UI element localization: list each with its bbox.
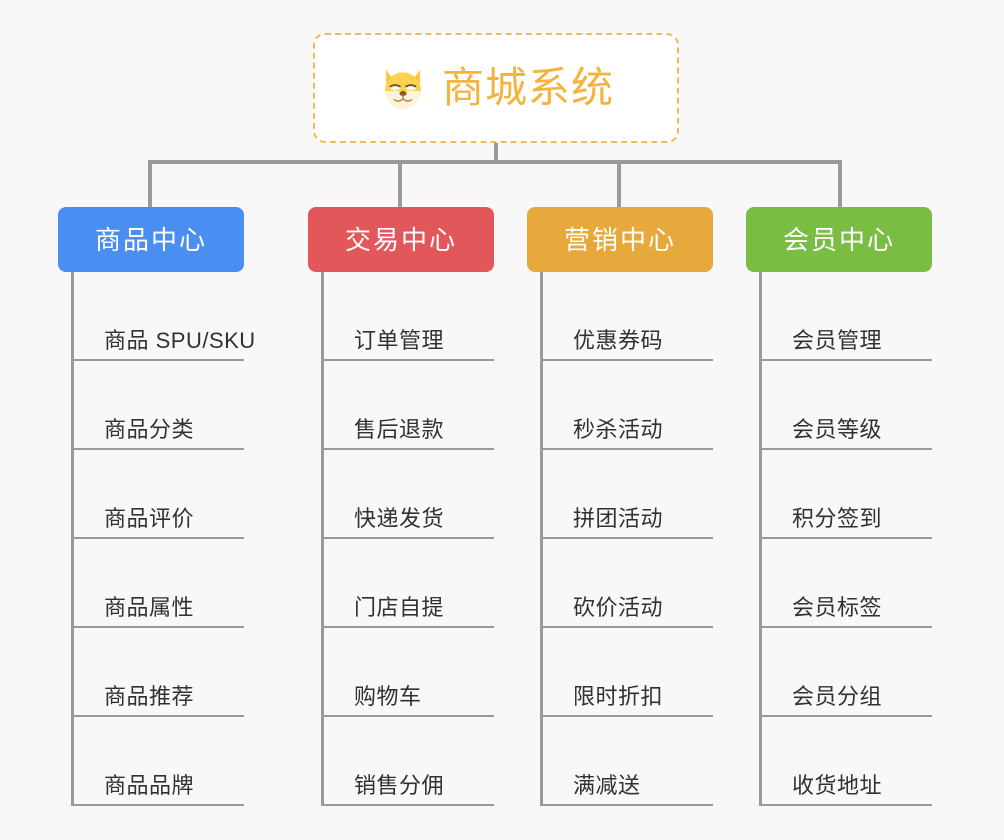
list-item[interactable]: 收货地址 xyxy=(762,717,932,806)
category-column-1: 商品中心 商品 SPU/SKU 商品分类 商品评价 商品属性 商品推荐 商品品牌 xyxy=(58,207,255,806)
category-column-2: 交易中心 订单管理 售后退款 快递发货 门店自提 购物车 销售分佣 xyxy=(308,207,494,806)
category-box-marketing-center[interactable]: 营销中心 xyxy=(527,207,713,272)
connector-branch-3 xyxy=(617,160,621,207)
list-item[interactable]: 会员标签 xyxy=(762,539,932,628)
connector-branch-1 xyxy=(148,160,152,207)
leaf-label: 商品评价 xyxy=(104,505,195,531)
list-item[interactable]: 商品推荐 xyxy=(74,628,244,717)
category-box-product-center[interactable]: 商品中心 xyxy=(58,207,244,272)
category-box-member-center[interactable]: 会员中心 xyxy=(746,207,932,272)
list-item[interactable]: 订单管理 xyxy=(324,272,494,361)
connector-horizontal-bus xyxy=(148,160,842,164)
root-node-label: 商城系统 xyxy=(441,64,614,111)
list-item[interactable]: 满减送 xyxy=(543,717,713,806)
list-item[interactable]: 商品属性 xyxy=(74,539,244,628)
leaf-label: 会员标签 xyxy=(792,594,883,620)
list-item[interactable]: 商品品牌 xyxy=(74,717,244,806)
leaf-list-2: 订单管理 售后退款 快递发货 门店自提 购物车 销售分佣 xyxy=(321,272,494,806)
leaf-list-4: 会员管理 会员等级 积分签到 会员标签 会员分组 收货地址 xyxy=(759,272,932,806)
leaf-list-3: 优惠券码 秒杀活动 拼团活动 砍价活动 限时折扣 满减送 xyxy=(540,272,713,806)
leaf-label: 门店自提 xyxy=(354,594,445,620)
category-column-3: 营销中心 优惠券码 秒杀活动 拼团活动 砍价活动 限时折扣 满减送 xyxy=(527,207,713,806)
connector-branch-4 xyxy=(838,160,842,207)
leaf-label: 商品属性 xyxy=(104,594,195,620)
leaf-label: 秒杀活动 xyxy=(573,416,664,442)
list-item[interactable]: 限时折扣 xyxy=(543,628,713,717)
list-item[interactable]: 积分签到 xyxy=(762,450,932,539)
root-node-shop-system[interactable]: 商城系统 xyxy=(313,33,679,143)
list-item[interactable]: 售后退款 xyxy=(324,361,494,450)
list-item[interactable]: 购物车 xyxy=(324,628,494,717)
leaf-label: 拼团活动 xyxy=(573,505,664,531)
leaf-label: 限时折扣 xyxy=(573,683,664,709)
list-item[interactable]: 优惠券码 xyxy=(543,272,713,361)
list-item[interactable]: 拼团活动 xyxy=(543,450,713,539)
leaf-label: 优惠券码 xyxy=(573,327,664,353)
list-item[interactable]: 商品评价 xyxy=(74,450,244,539)
list-item[interactable]: 会员分组 xyxy=(762,628,932,717)
leaf-label: 商品品牌 xyxy=(104,772,195,798)
list-item[interactable]: 秒杀活动 xyxy=(543,361,713,450)
leaf-list-1: 商品 SPU/SKU 商品分类 商品评价 商品属性 商品推荐 商品品牌 xyxy=(71,272,255,806)
list-item[interactable]: 销售分佣 xyxy=(324,717,494,806)
category-box-trade-center[interactable]: 交易中心 xyxy=(308,207,494,272)
leaf-label: 销售分佣 xyxy=(354,772,445,798)
category-column-4: 会员中心 会员管理 会员等级 积分签到 会员标签 会员分组 收货地址 xyxy=(746,207,932,806)
leaf-label: 订单管理 xyxy=(354,327,445,353)
leaf-label: 会员等级 xyxy=(792,416,883,442)
list-item[interactable]: 快递发货 xyxy=(324,450,494,539)
leaf-label: 满减送 xyxy=(573,772,641,798)
leaf-label: 售后退款 xyxy=(354,416,445,442)
list-item[interactable]: 商品分类 xyxy=(74,361,244,450)
list-item[interactable]: 会员等级 xyxy=(762,361,932,450)
leaf-label: 商品推荐 xyxy=(104,683,195,709)
leaf-label: 砍价活动 xyxy=(573,594,664,620)
leaf-label: 购物车 xyxy=(354,683,422,709)
category-label: 商品中心 xyxy=(94,224,207,255)
leaf-label: 商品分类 xyxy=(104,416,195,442)
list-item[interactable]: 门店自提 xyxy=(324,539,494,628)
leaf-label: 积分签到 xyxy=(792,505,883,531)
leaf-label: 会员分组 xyxy=(792,683,883,709)
list-item[interactable]: 砍价活动 xyxy=(543,539,713,628)
leaf-label: 会员管理 xyxy=(792,327,883,353)
category-label: 营销中心 xyxy=(563,224,676,255)
leaf-label: 收货地址 xyxy=(792,772,883,798)
list-item[interactable]: 商品 SPU/SKU xyxy=(74,272,255,361)
leaf-label: 商品 SPU/SKU xyxy=(104,327,256,353)
list-item[interactable]: 会员管理 xyxy=(762,272,932,361)
leaf-label: 快递发货 xyxy=(354,505,445,531)
category-label: 会员中心 xyxy=(782,224,895,255)
shiba-dog-icon xyxy=(385,69,421,110)
connector-branch-2 xyxy=(398,160,402,207)
connector-root-stem xyxy=(494,143,498,164)
category-label: 交易中心 xyxy=(344,224,457,255)
